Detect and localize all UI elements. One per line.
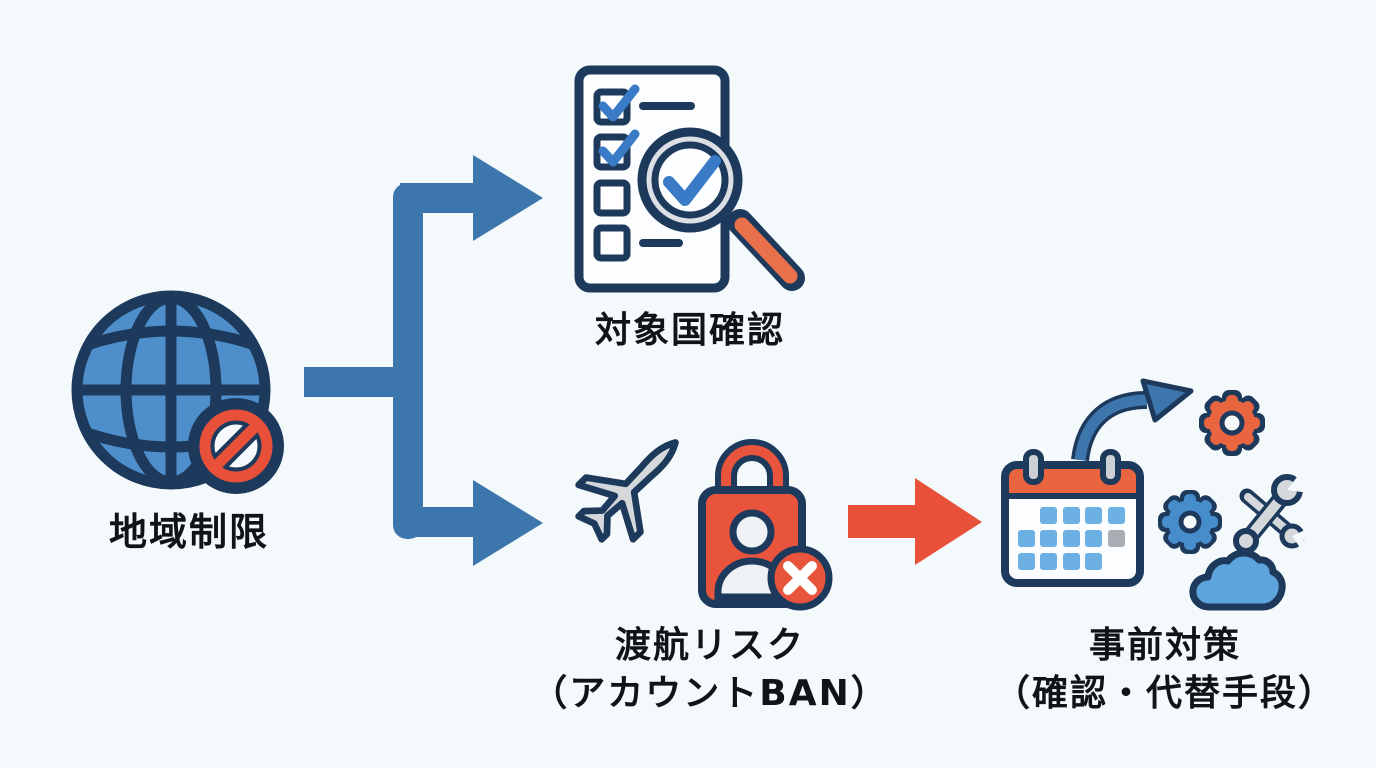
gear-blue-icon (1158, 490, 1222, 554)
globe-prohibited-icon (71, 290, 284, 494)
branch-stub (304, 367, 406, 397)
branch-top-shaft (400, 183, 484, 213)
lock-account-ban-icon (698, 439, 833, 611)
magnifier-icon (637, 127, 805, 291)
airplane-icon (575, 439, 679, 543)
label-region-restriction: 地域制限 (108, 510, 269, 554)
branch-bottom-shaft (400, 507, 484, 537)
branch-bottom-arrowhead (473, 480, 543, 566)
advance-measures-icons (1001, 378, 1309, 611)
person-head (729, 509, 775, 555)
label-advance-measures-line2: （確認・代替手段） (993, 673, 1336, 714)
branch-top-arrowhead (473, 155, 543, 241)
calendar-cell-gray (1108, 530, 1125, 547)
label-travel-risk-line2: （アカウントBAN） (531, 673, 889, 714)
label-target-country-check: 対象国確認 (594, 310, 785, 351)
branch-split-arrow (304, 155, 543, 566)
prohibition-icon (188, 398, 284, 494)
checkmarks (598, 84, 640, 167)
label-travel-risk-line1: 渡航リスク (614, 625, 805, 666)
label-advance-measures-line1: 事前対策 (1088, 625, 1241, 666)
wrench-icon (1233, 473, 1309, 554)
checklist-lines (639, 102, 695, 247)
cloud-icon (1189, 549, 1286, 611)
calendar-icon (1001, 449, 1144, 587)
label-advance-measures: 事前対策 （確認・代替手段） (975, 622, 1355, 718)
calendar-ring-right (1100, 449, 1121, 485)
ban-x-badge (767, 545, 833, 611)
branch-trunk (393, 183, 423, 539)
globe-gridlines (79, 298, 263, 482)
curved-arrow-icon (1071, 378, 1194, 462)
gear-orange-icon (1199, 390, 1265, 456)
calendar-cells (1018, 507, 1125, 570)
calendar-ring-left (1023, 449, 1044, 485)
airplane-lock-ban-icon (575, 439, 833, 611)
risk-to-measures-arrow (848, 478, 982, 565)
label-travel-risk: 渡航リスク （アカウントBAN） (520, 622, 900, 718)
checklist-magnifier-icon (574, 65, 805, 293)
